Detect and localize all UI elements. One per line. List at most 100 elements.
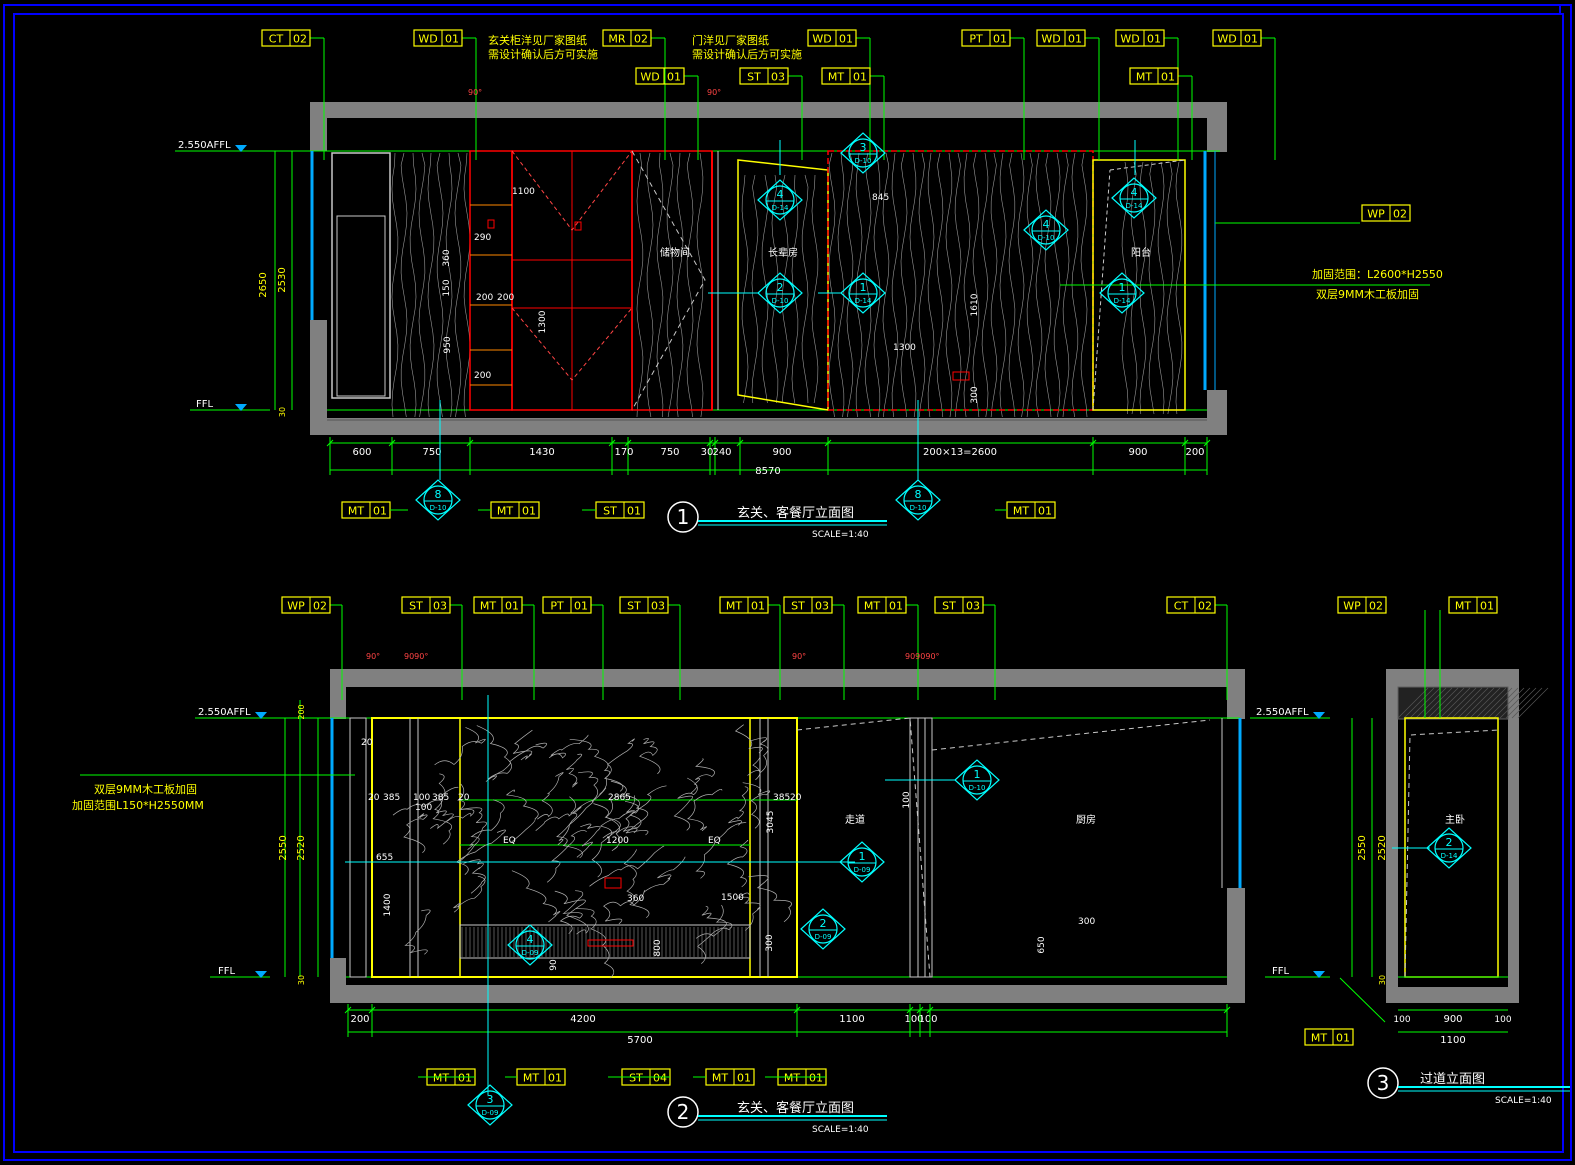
total-8570: 8570 bbox=[755, 466, 780, 477]
hdim2-3: 100 bbox=[904, 1014, 923, 1025]
inner-border bbox=[13, 13, 1564, 1153]
callout-e1-8: 8D-10 bbox=[895, 479, 941, 521]
inner2-11: EQ bbox=[503, 836, 516, 846]
callout-sheet: D-09 bbox=[854, 866, 871, 874]
hdim3-0: 100 bbox=[1393, 1015, 1410, 1025]
inner2-8: 100 bbox=[415, 803, 432, 813]
tag-number: 01 bbox=[1336, 1032, 1350, 1045]
hdim2-4: 100 bbox=[918, 1014, 937, 1025]
callout-sheet: D-10 bbox=[855, 157, 872, 165]
vdim3-2520: 2520 bbox=[1377, 835, 1388, 860]
callout-e2-4: 3D-09 bbox=[467, 1084, 513, 1126]
hdim-9: 900 bbox=[1128, 447, 1147, 458]
hdim-7: 900 bbox=[772, 447, 791, 458]
inner2-7: 385 bbox=[773, 793, 790, 803]
angle-1: 90° bbox=[468, 88, 482, 97]
callout-sheet: D-09 bbox=[522, 949, 539, 957]
callout-number: 3 bbox=[487, 1093, 494, 1106]
hdim-10: 200 bbox=[1185, 447, 1204, 458]
inner2-6: 20 bbox=[790, 793, 802, 803]
tag-number: 01 bbox=[1068, 33, 1082, 46]
tag-number: 03 bbox=[815, 600, 829, 613]
tag-number: 03 bbox=[771, 71, 785, 84]
tag-number: 01 bbox=[548, 1072, 562, 1085]
drawing-number: 3 bbox=[1377, 1071, 1390, 1095]
tag-code: PT bbox=[550, 600, 564, 613]
note-door-2: 需设计确认后方可实施 bbox=[692, 47, 802, 61]
tag-code: ST bbox=[791, 600, 805, 613]
callout-e3: 2D-14 bbox=[1426, 827, 1472, 869]
hdim-3: 170 bbox=[614, 447, 633, 458]
inner-dim-12: 1300 bbox=[893, 343, 916, 353]
tag-code: MT bbox=[523, 1072, 539, 1085]
callout-sheet: D-14 bbox=[855, 297, 872, 305]
tag-number: 01 bbox=[458, 1072, 472, 1085]
inner-dim-6: 950 bbox=[443, 336, 453, 353]
callout-number: 3 bbox=[860, 141, 867, 154]
tag-code: MT bbox=[828, 71, 844, 84]
tag-code: ST bbox=[629, 1072, 643, 1085]
callout-sheet: D-14 bbox=[1126, 202, 1143, 210]
room-master: 主卧 bbox=[1445, 813, 1465, 826]
hdim-2: 1430 bbox=[529, 447, 554, 458]
tag-code: MT bbox=[1311, 1032, 1327, 1045]
tag-number: 01 bbox=[889, 600, 903, 613]
inner2-18: 90 bbox=[549, 959, 559, 971]
callout-e1-0: 3D-10 bbox=[840, 132, 886, 174]
tag-number: 03 bbox=[433, 600, 447, 613]
vdim-30: 30 bbox=[278, 407, 287, 417]
callout-sheet: D-10 bbox=[910, 504, 927, 512]
tag-number: 01 bbox=[1244, 33, 1258, 46]
tag-number: 01 bbox=[809, 1072, 823, 1085]
tag-number: 01 bbox=[839, 33, 853, 46]
tag-e3-mt-bottom: MT 01 bbox=[1304, 1028, 1354, 1046]
hdim2-1: 4200 bbox=[570, 1014, 595, 1025]
inner2-19: 1400 bbox=[383, 893, 393, 916]
callout-number: 8 bbox=[915, 488, 922, 501]
callout-e1-2: 2D-10 bbox=[757, 272, 803, 314]
inner2-10: 1200 bbox=[606, 836, 629, 846]
tag-st-03: ST 03 bbox=[739, 67, 789, 85]
room-storage: 储物间 bbox=[660, 246, 690, 259]
callout-number: 2 bbox=[820, 917, 827, 930]
tag-code: ST bbox=[747, 71, 761, 84]
tag-code: MT bbox=[712, 1072, 728, 1085]
level-floor-1: FFL bbox=[196, 399, 214, 410]
callout-number: 1 bbox=[860, 281, 867, 294]
inner-dim-9: 1610 bbox=[970, 293, 980, 316]
note-e2-1: 双层9MM木工板加固 bbox=[94, 782, 197, 796]
callout-number: 1 bbox=[859, 850, 866, 863]
tag-number: 02 bbox=[1393, 208, 1407, 221]
callout-sheet: D-10 bbox=[969, 784, 986, 792]
drawing-scale: SCALE=1:40 bbox=[812, 1125, 869, 1135]
vdim-2650: 2650 bbox=[258, 272, 269, 297]
sheet-border bbox=[3, 4, 1572, 1161]
callout-e2-3: 4D-09 bbox=[507, 924, 553, 966]
tag-number: 01 bbox=[993, 33, 1007, 46]
callout-e1-3: 1D-14 bbox=[840, 272, 886, 314]
inner2-13: 1500 bbox=[721, 893, 744, 903]
hdim2-0: 200 bbox=[350, 1014, 369, 1025]
inner2-22: 650 bbox=[1037, 936, 1047, 953]
tag-number: 01 bbox=[751, 600, 765, 613]
callout-e2-0: 1D-10 bbox=[954, 759, 1000, 801]
vdim-2530: 2530 bbox=[277, 267, 288, 292]
vdim2-2550: 2550 bbox=[278, 835, 289, 860]
level-floor-2r: FFL bbox=[1272, 966, 1290, 977]
room-balcony: 阳台 bbox=[1131, 246, 1151, 259]
tag-number: 01 bbox=[1161, 71, 1175, 84]
angle-e2-1: 90° bbox=[366, 652, 380, 661]
